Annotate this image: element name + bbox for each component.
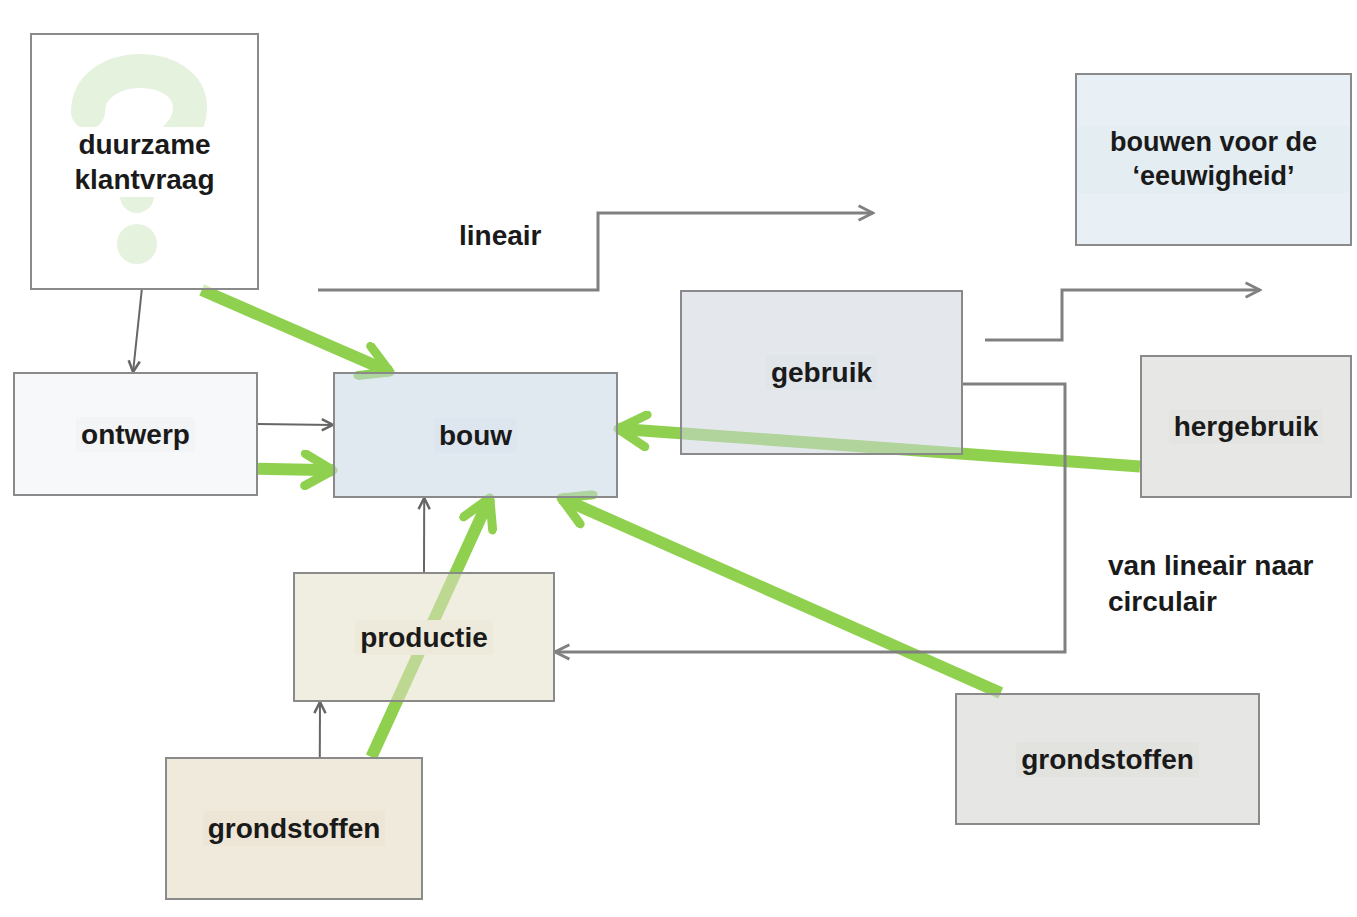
node-label: bouw bbox=[434, 418, 517, 453]
node-label: productie bbox=[355, 620, 493, 655]
connector-arrow bbox=[258, 423, 333, 426]
flow-arrow bbox=[561, 498, 1001, 693]
node-label: bouwen voor de ‘eeuwigheid’ bbox=[1077, 126, 1350, 194]
note-label: van lineair naar circulair bbox=[1104, 548, 1324, 621]
eternity-box: bouwen voor de ‘eeuwigheid’ bbox=[1075, 73, 1352, 246]
raw-materials-box: grondstoffen bbox=[955, 693, 1260, 825]
raw-materials-box: grondstoffen bbox=[165, 757, 423, 900]
connector-arrow bbox=[319, 702, 321, 757]
connector-arrow bbox=[423, 498, 425, 572]
connector-arrow bbox=[133, 290, 142, 372]
node-label: hergebruik bbox=[1169, 409, 1324, 444]
design-box: ontwerp bbox=[13, 372, 258, 496]
node-label: grondstoffen bbox=[1016, 742, 1199, 777]
node-label: gebruik bbox=[766, 355, 877, 390]
node-label: grondstoffen bbox=[203, 811, 386, 846]
node-label: ontwerp bbox=[76, 417, 195, 452]
use-box: gebruik bbox=[680, 290, 963, 455]
linear-flow-line bbox=[318, 213, 873, 290]
flow-arrow bbox=[202, 290, 390, 372]
production-box: productie bbox=[293, 572, 555, 702]
demand-box: duurzame klantvraag bbox=[30, 33, 259, 290]
flow-arrow bbox=[258, 469, 333, 471]
linear-flow-line bbox=[985, 290, 1260, 340]
node-label: duurzame klantvraag bbox=[32, 127, 257, 197]
flow-label: lineair bbox=[455, 218, 545, 254]
reuse-box: hergebruik bbox=[1140, 355, 1352, 498]
construction-box: bouw bbox=[333, 372, 618, 498]
